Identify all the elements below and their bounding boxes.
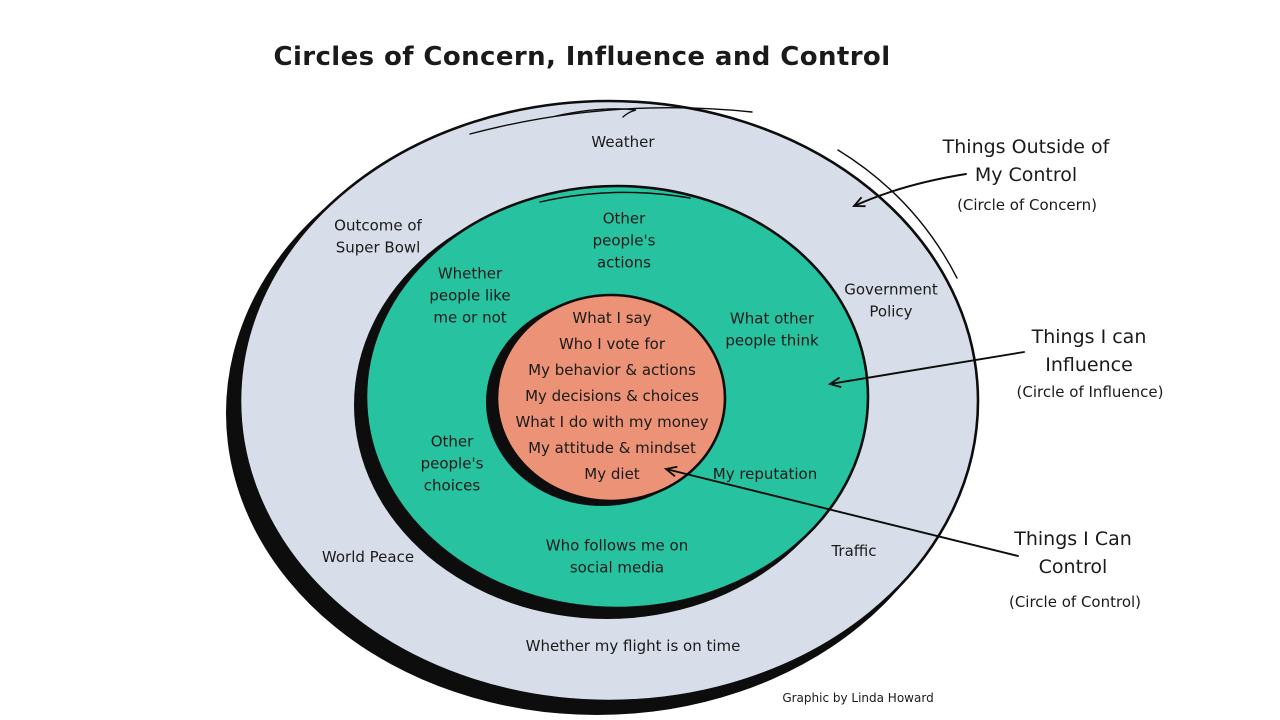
circle-of-control-items: What I say Who I vote for My behavior & … — [515, 309, 709, 483]
label-what-other-people-think: What other people think — [725, 309, 819, 349]
annotation-influence-title: Things I can Influence — [1031, 326, 1147, 376]
credit-line: Graphic by Linda Howard — [782, 691, 934, 705]
label-who-follows-me: Who follows me on social media — [545, 536, 689, 576]
annotation-control-subtitle: (Circle of Control) — [1008, 593, 1142, 611]
label-other-peoples-actions: Other people's actions — [592, 209, 656, 271]
arrow-to-circle-of-concern — [854, 173, 967, 206]
label-flight-on-time: Whether my flight is on time — [525, 637, 741, 656]
label-outcome-super-bowl: Outcome of Super Bowl — [334, 216, 422, 256]
label-my-reputation: My reputation — [712, 465, 818, 484]
label-traffic: Traffic — [831, 542, 877, 561]
sketch-stroke-influence-top — [539, 191, 691, 203]
label-world-peace: World Peace — [321, 548, 415, 567]
arrow-to-circle-of-influence — [830, 351, 1025, 384]
label-whether-people-like-me: Whether people like me or not — [429, 264, 511, 326]
label-weather: Weather — [591, 133, 655, 152]
label-government-policy: Government Policy — [844, 280, 938, 320]
annotation-concern-title: Things Outside of My Control — [942, 136, 1110, 186]
sketch-stroke-top-hook — [555, 108, 637, 118]
annotation-control-title: Things I Can Control — [1014, 528, 1132, 578]
arrow-to-circle-of-control — [666, 469, 1019, 557]
annotation-concern-subtitle: (Circle of Concern) — [957, 196, 1097, 214]
annotation-influence-subtitle: (Circle of Influence) — [1016, 383, 1164, 401]
diagram-title: Circles of Concern, Influence and Contro… — [273, 42, 891, 72]
label-other-peoples-choices: Other people's choices — [420, 432, 484, 494]
circle-of-control — [495, 293, 727, 503]
sketch-stroke-right — [837, 149, 958, 279]
sketch-stroke-top — [469, 106, 753, 135]
